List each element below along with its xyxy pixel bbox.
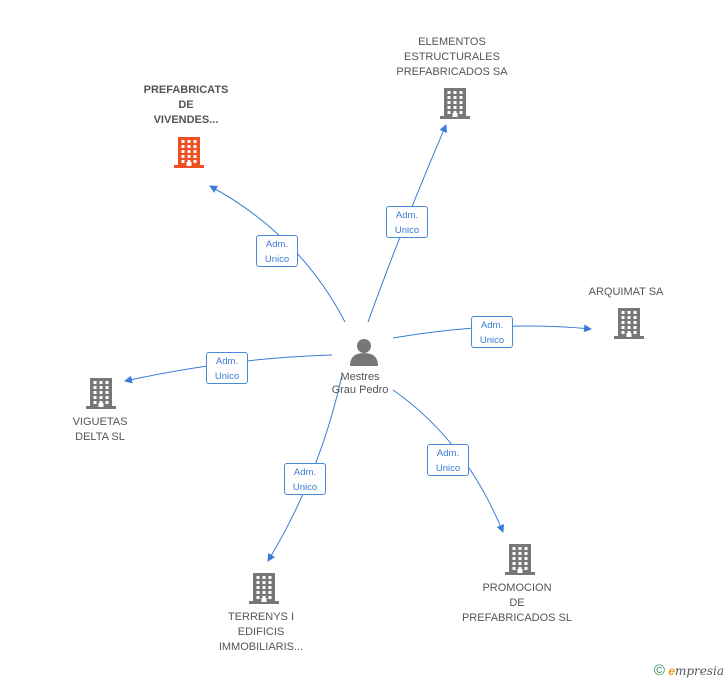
company-label-terrenys[interactable]: TERRENYS I EDIFICIS IMMOBILIARIS... [218,611,304,653]
role-badge-promocion[interactable]: Adm.Unico [427,444,469,476]
company-label-elementos[interactable]: ELEMENTOS ESTRUCTURALES PREFABRICADOS SA [396,36,508,78]
person-icon [350,339,378,366]
company-label-prefabricats[interactable]: PREFABRICATS DE VIVENDES... [143,84,229,126]
role-badge-terrenys[interactable]: Adm.Unico [284,463,326,495]
building-icon-prefabricats[interactable] [172,135,206,169]
building-icon-promocion[interactable] [503,542,537,576]
role-badge-prefabricats[interactable]: Adm.Unico [256,235,298,267]
role-badge-viguetas[interactable]: Adm.Unico [206,352,248,384]
role-badge-arquimat[interactable]: Adm.Unico [471,316,513,348]
company-label-arquimat[interactable]: ARQUIMAT SA [588,286,664,298]
company-label-viguetas[interactable]: VIGUETAS DELTA SL [72,416,128,443]
copyright-icon: © [653,662,665,679]
role-badge-elementos[interactable]: Adm.Unico [386,206,428,238]
building-icon-viguetas[interactable] [84,376,118,410]
building-icon-arquimat[interactable] [612,306,646,340]
building-icon-terrenys[interactable] [247,571,281,605]
person-name[interactable]: Mestres Grau Pedro [331,371,389,396]
brand-initial: e [668,664,675,678]
company-label-promocion[interactable]: PROMOCION DE PREFABRICADOS SL [461,582,573,624]
building-icon-elementos[interactable] [438,86,472,120]
empresia-logo[interactable]: © empresia [654,662,724,679]
brand-name: mpresia [674,664,724,678]
